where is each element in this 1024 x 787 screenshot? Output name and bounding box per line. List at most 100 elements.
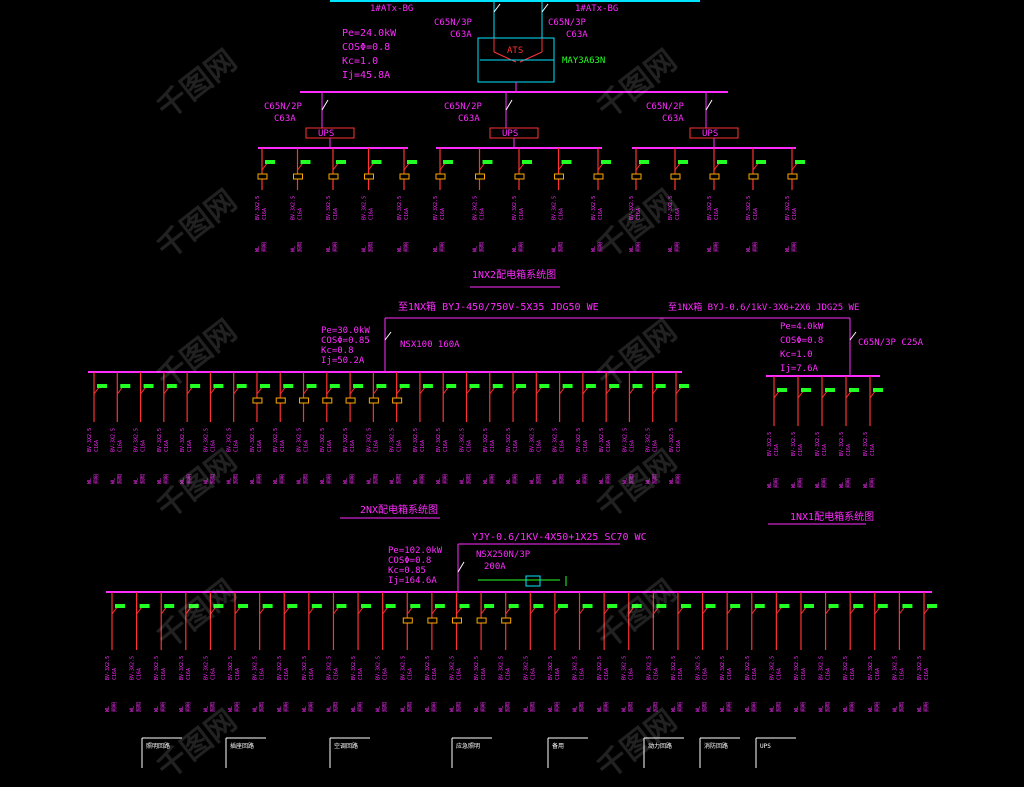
circuit-breaker-label: C16A (480, 208, 486, 220)
circuit-breaker-label: C16A (774, 444, 780, 456)
circuit-cable-label: BV-3X2.5 (745, 656, 751, 680)
rcd-box (299, 397, 310, 404)
circuit-breaker-label: C16A (752, 668, 758, 680)
rcd-box (392, 397, 403, 404)
circuit-load-label: 照明 (714, 242, 720, 252)
circuit-cable-label: BV-3X2.5 (376, 656, 382, 680)
circuit-cable-label: BV-3X2.5 (291, 196, 297, 220)
circuit-cable-label: BV-3X2.5 (474, 656, 480, 680)
breaker-rating-label (680, 604, 691, 608)
top-param-pe: Pe=24.0kW (342, 28, 397, 39)
circuit-load-label: 照明 (604, 702, 610, 712)
circuit-load-label: 照明 (210, 702, 216, 712)
breaker-rating-label (601, 160, 611, 164)
circuit-cable-label: BV-3X2.5 (255, 196, 261, 220)
circuit-code-label: WL (523, 706, 529, 712)
rcd-box (435, 173, 446, 180)
ats-label: ATS (507, 46, 524, 56)
circuit-breaker-label: C16A (678, 668, 684, 680)
circuit-cable-label: BV-3X2.5 (413, 428, 419, 452)
circuit-load-label: 照明 (559, 242, 565, 252)
circuit-cable-label: BV-3X2.5 (629, 196, 635, 220)
rcd-box (476, 617, 487, 624)
circuit-cable-label: BV-3X2.5 (110, 428, 116, 452)
ats-model: MAY3A63N (562, 56, 606, 66)
feeder-breaker (505, 99, 513, 111)
circuit-breaker-label: C16A (490, 440, 496, 452)
breaker-rating-label (877, 604, 888, 608)
circuit-breaker-label: C16A (826, 668, 832, 680)
circuit-breaker-label: C16A (629, 440, 635, 452)
circuit-code-label: WL (179, 706, 185, 712)
circuit-breaker-label: C16A (373, 440, 379, 452)
circuit-cable-label: BV-3X2.5 (366, 428, 372, 452)
circuit-code-label: WL (720, 706, 726, 712)
circuit-breaker-label: C16A (798, 444, 804, 456)
circuit-cable-label: BV-3X2.5 (646, 428, 652, 452)
rcd-box (275, 397, 286, 404)
circuit-code-label: WL (512, 246, 518, 252)
breaker-rating-label (97, 384, 107, 388)
breaker-rating-label (754, 604, 765, 608)
breaker-rating-label (287, 604, 298, 608)
circuit-cable-label: BV-3X2.5 (622, 428, 628, 452)
breaker-rating-label (679, 384, 689, 388)
ups-1-label: UPS (318, 129, 335, 139)
circuit-code-label: WL (646, 478, 652, 484)
circuit-breaker-label: C16A (850, 668, 856, 680)
circuit-load-label: 照明 (580, 702, 586, 712)
breaker-rating-label (539, 384, 550, 388)
circuit-load-label: 照明 (187, 474, 193, 484)
bottom-breaker-model: NSX250N/3P (476, 550, 531, 560)
circuit-load-label: 照明 (404, 242, 410, 252)
rcd-box (293, 173, 303, 180)
circuit-load-label: 照明 (678, 702, 684, 712)
circuit-breaker-label: C16A (536, 440, 542, 452)
circuit-breaker-label: C16A (407, 668, 413, 680)
breaker-rating-label (484, 604, 495, 608)
incomer-label-right: 1#ATx-BG (575, 4, 619, 14)
circuit-code-label: WL (291, 246, 297, 252)
breaker-rating-label (353, 384, 364, 388)
circuit-load-label: 照明 (899, 702, 905, 712)
breaker-rating-label (115, 604, 125, 608)
circuit-breaker-label: C16A (298, 208, 304, 220)
circuit-cable-label: BV-3X2.5 (87, 428, 93, 452)
circuit-breaker-label: C16A (257, 440, 263, 452)
feeder-2-breaker-rating: C63A (458, 114, 480, 124)
circuit-breaker-label: C16A (714, 208, 720, 220)
circuit-code-label: WL (707, 246, 713, 252)
breaker-rating-label (902, 604, 913, 608)
circuit-cable-label: BV-3X2.5 (203, 428, 209, 452)
circuit-breaker-label: C16A (187, 440, 193, 452)
circuit-breaker-label: C16A (443, 440, 449, 452)
circuit-load-label: 照明 (636, 242, 642, 252)
circuit-breaker-label: C16A (420, 440, 426, 452)
breaker-rating-label (927, 604, 937, 608)
circuit-breaker-label: C16A (309, 668, 315, 680)
bottom-cable-label: YJY-0.6/1KV-4X50+1X25 SC70 WC (472, 532, 647, 543)
feeder-1-breaker-rating: C63A (274, 114, 296, 124)
bottom-main-breaker (457, 561, 465, 573)
breaker-rating-label (873, 388, 883, 392)
rcd-box (368, 397, 379, 404)
breaker-rating-label (259, 384, 270, 388)
breaker-rating-label (422, 384, 433, 388)
breaker-rating-label (459, 604, 470, 608)
circuit-breaker-label: C16A (210, 440, 216, 452)
incomer-breaker-right (541, 3, 549, 13)
circuit-code-label: WL (203, 706, 209, 712)
mid-param-kc: Kc=0.8 (321, 346, 354, 356)
circuit-load-label: 照明 (164, 474, 170, 484)
circuit-breaker-label: C16A (822, 444, 828, 456)
breaker-rating-label (376, 384, 387, 388)
breaker-rating-label (446, 384, 457, 388)
mid-param-ij: Ij=50.2A (321, 356, 365, 366)
top-param-kc: Kc=1.0 (342, 56, 379, 67)
circuit-breaker-label: C16A (141, 440, 147, 452)
circuit-breaker-label: C16A (676, 440, 682, 452)
circuit-load-label: 照明 (257, 474, 263, 484)
circuit-code-label: WL (459, 478, 465, 484)
circuit-cable-label: BV-3X2.5 (553, 428, 559, 452)
breaker-rating-label (361, 604, 372, 608)
